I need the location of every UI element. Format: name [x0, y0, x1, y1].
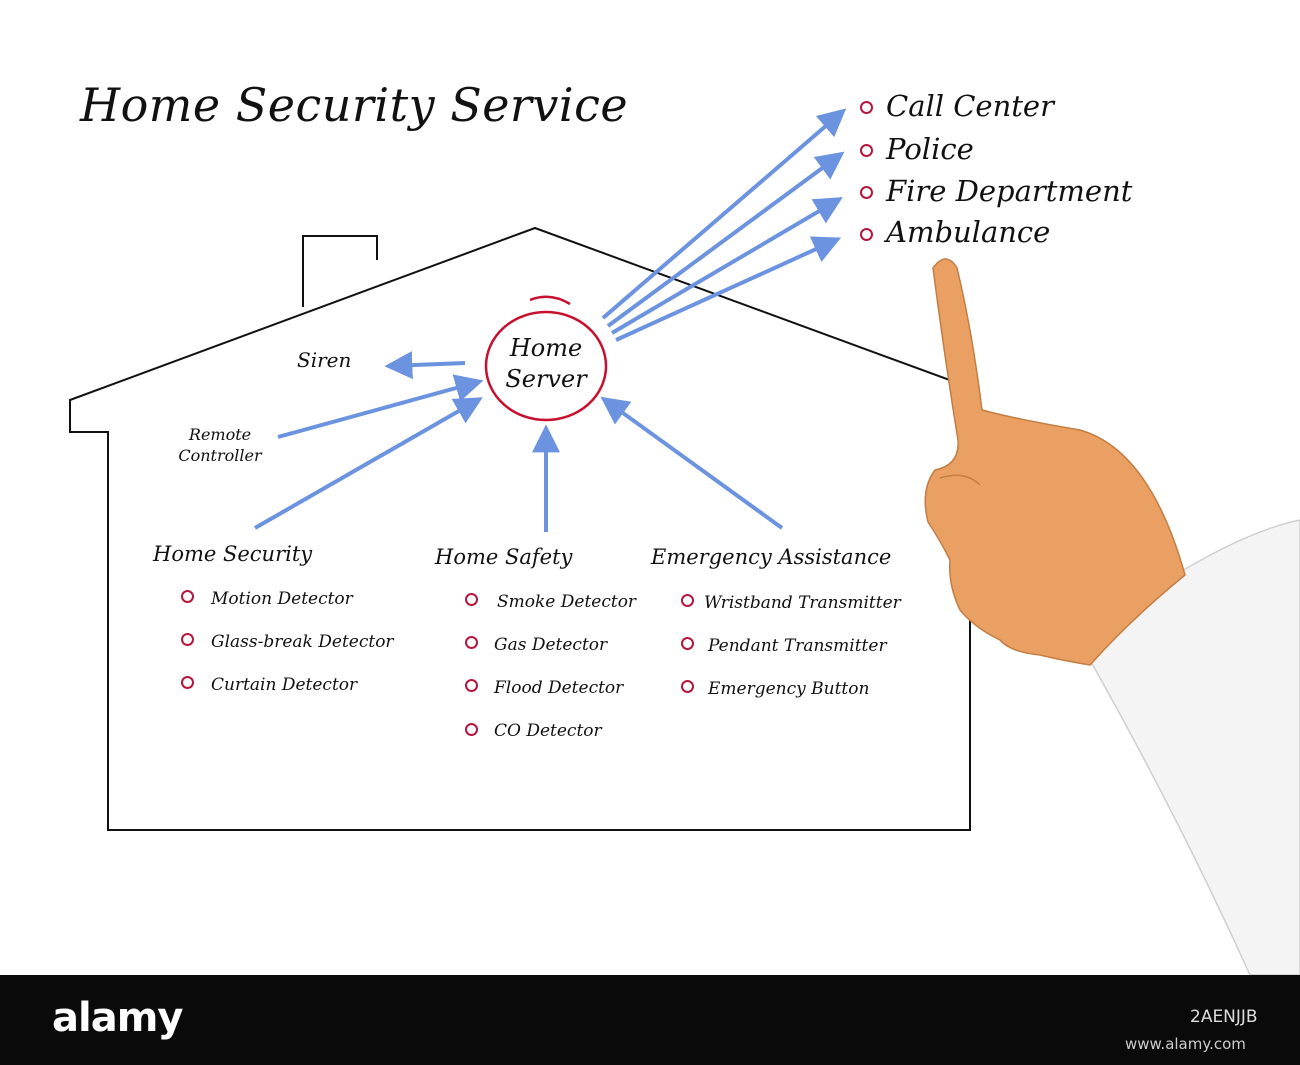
bullet-icon: [181, 676, 194, 689]
bullet-icon: [465, 593, 478, 606]
category-title: Home Security: [153, 542, 313, 566]
category-title: Emergency Assistance: [651, 545, 892, 569]
home-server-line2: Server: [505, 365, 587, 393]
arrow-to-siren: [384, 351, 466, 380]
bullet-icon: [860, 186, 873, 199]
home-server-circle: [484, 295, 608, 422]
list-item: Wristband Transmitter: [704, 593, 901, 613]
destination-police: Police: [886, 132, 974, 166]
home-server-line1: Home: [509, 334, 583, 362]
bullet-icon: [181, 633, 194, 646]
arrow-from-home-security: [254, 397, 483, 530]
destination-call-center: Call Center: [886, 89, 1054, 123]
list-item: Gas Detector: [494, 635, 608, 655]
list-item: Glass-break Detector: [211, 632, 394, 652]
arrow-to-ambulance: [615, 236, 842, 342]
category-title: Home Safety: [435, 545, 573, 569]
siren-label: Siren: [297, 348, 352, 372]
image-id: 2AENJJB: [1190, 1007, 1258, 1027]
list-item: Pendant Transmitter: [708, 636, 887, 656]
bullet-icon: [465, 679, 478, 692]
brand-logo: alamy: [52, 995, 183, 1041]
list-item: Emergency Button: [708, 679, 870, 699]
list-item: Flood Detector: [494, 678, 624, 698]
arrow-from-emergency: [600, 396, 784, 530]
bullet-icon: [465, 636, 478, 649]
house-outline: [69, 226, 971, 831]
bullet-icon: [181, 590, 194, 603]
arrow-to-police: [606, 151, 845, 328]
site-url: www.alamy.com: [1125, 1035, 1246, 1053]
arrow-from-remote: [277, 374, 484, 439]
watermark-footer: [0, 975, 1300, 1065]
bullet-icon: [860, 144, 873, 157]
diagram-canvas: [69, 108, 1300, 975]
remote-line2: Controller: [178, 446, 262, 465]
arrow-to-fire-department: [610, 197, 843, 335]
diagram-title: Home Security Service: [80, 78, 629, 132]
list-item: Motion Detector: [211, 589, 353, 609]
home-server-label: Home Server: [486, 333, 606, 395]
bullet-icon: [465, 723, 478, 736]
list-item: Curtain Detector: [211, 675, 358, 695]
bullet-icon: [860, 101, 873, 114]
remote-controller-label: Remote Controller: [170, 424, 270, 466]
remote-line1: Remote: [188, 425, 252, 444]
list-item: Smoke Detector: [497, 592, 637, 612]
destination-fire-department: Fire Department: [886, 174, 1133, 208]
bullet-icon: [681, 637, 694, 650]
bullet-icon: [860, 228, 873, 241]
bullet-icon: [681, 594, 694, 607]
bullet-icon: [681, 680, 694, 693]
arrows: [254, 108, 847, 532]
hand-knuckle-line: [939, 474, 981, 486]
destination-ambulance: Ambulance: [886, 215, 1051, 249]
pointing-hand: [924, 258, 1186, 666]
list-item: CO Detector: [494, 721, 602, 741]
arrow-to-call-center: [601, 108, 847, 320]
